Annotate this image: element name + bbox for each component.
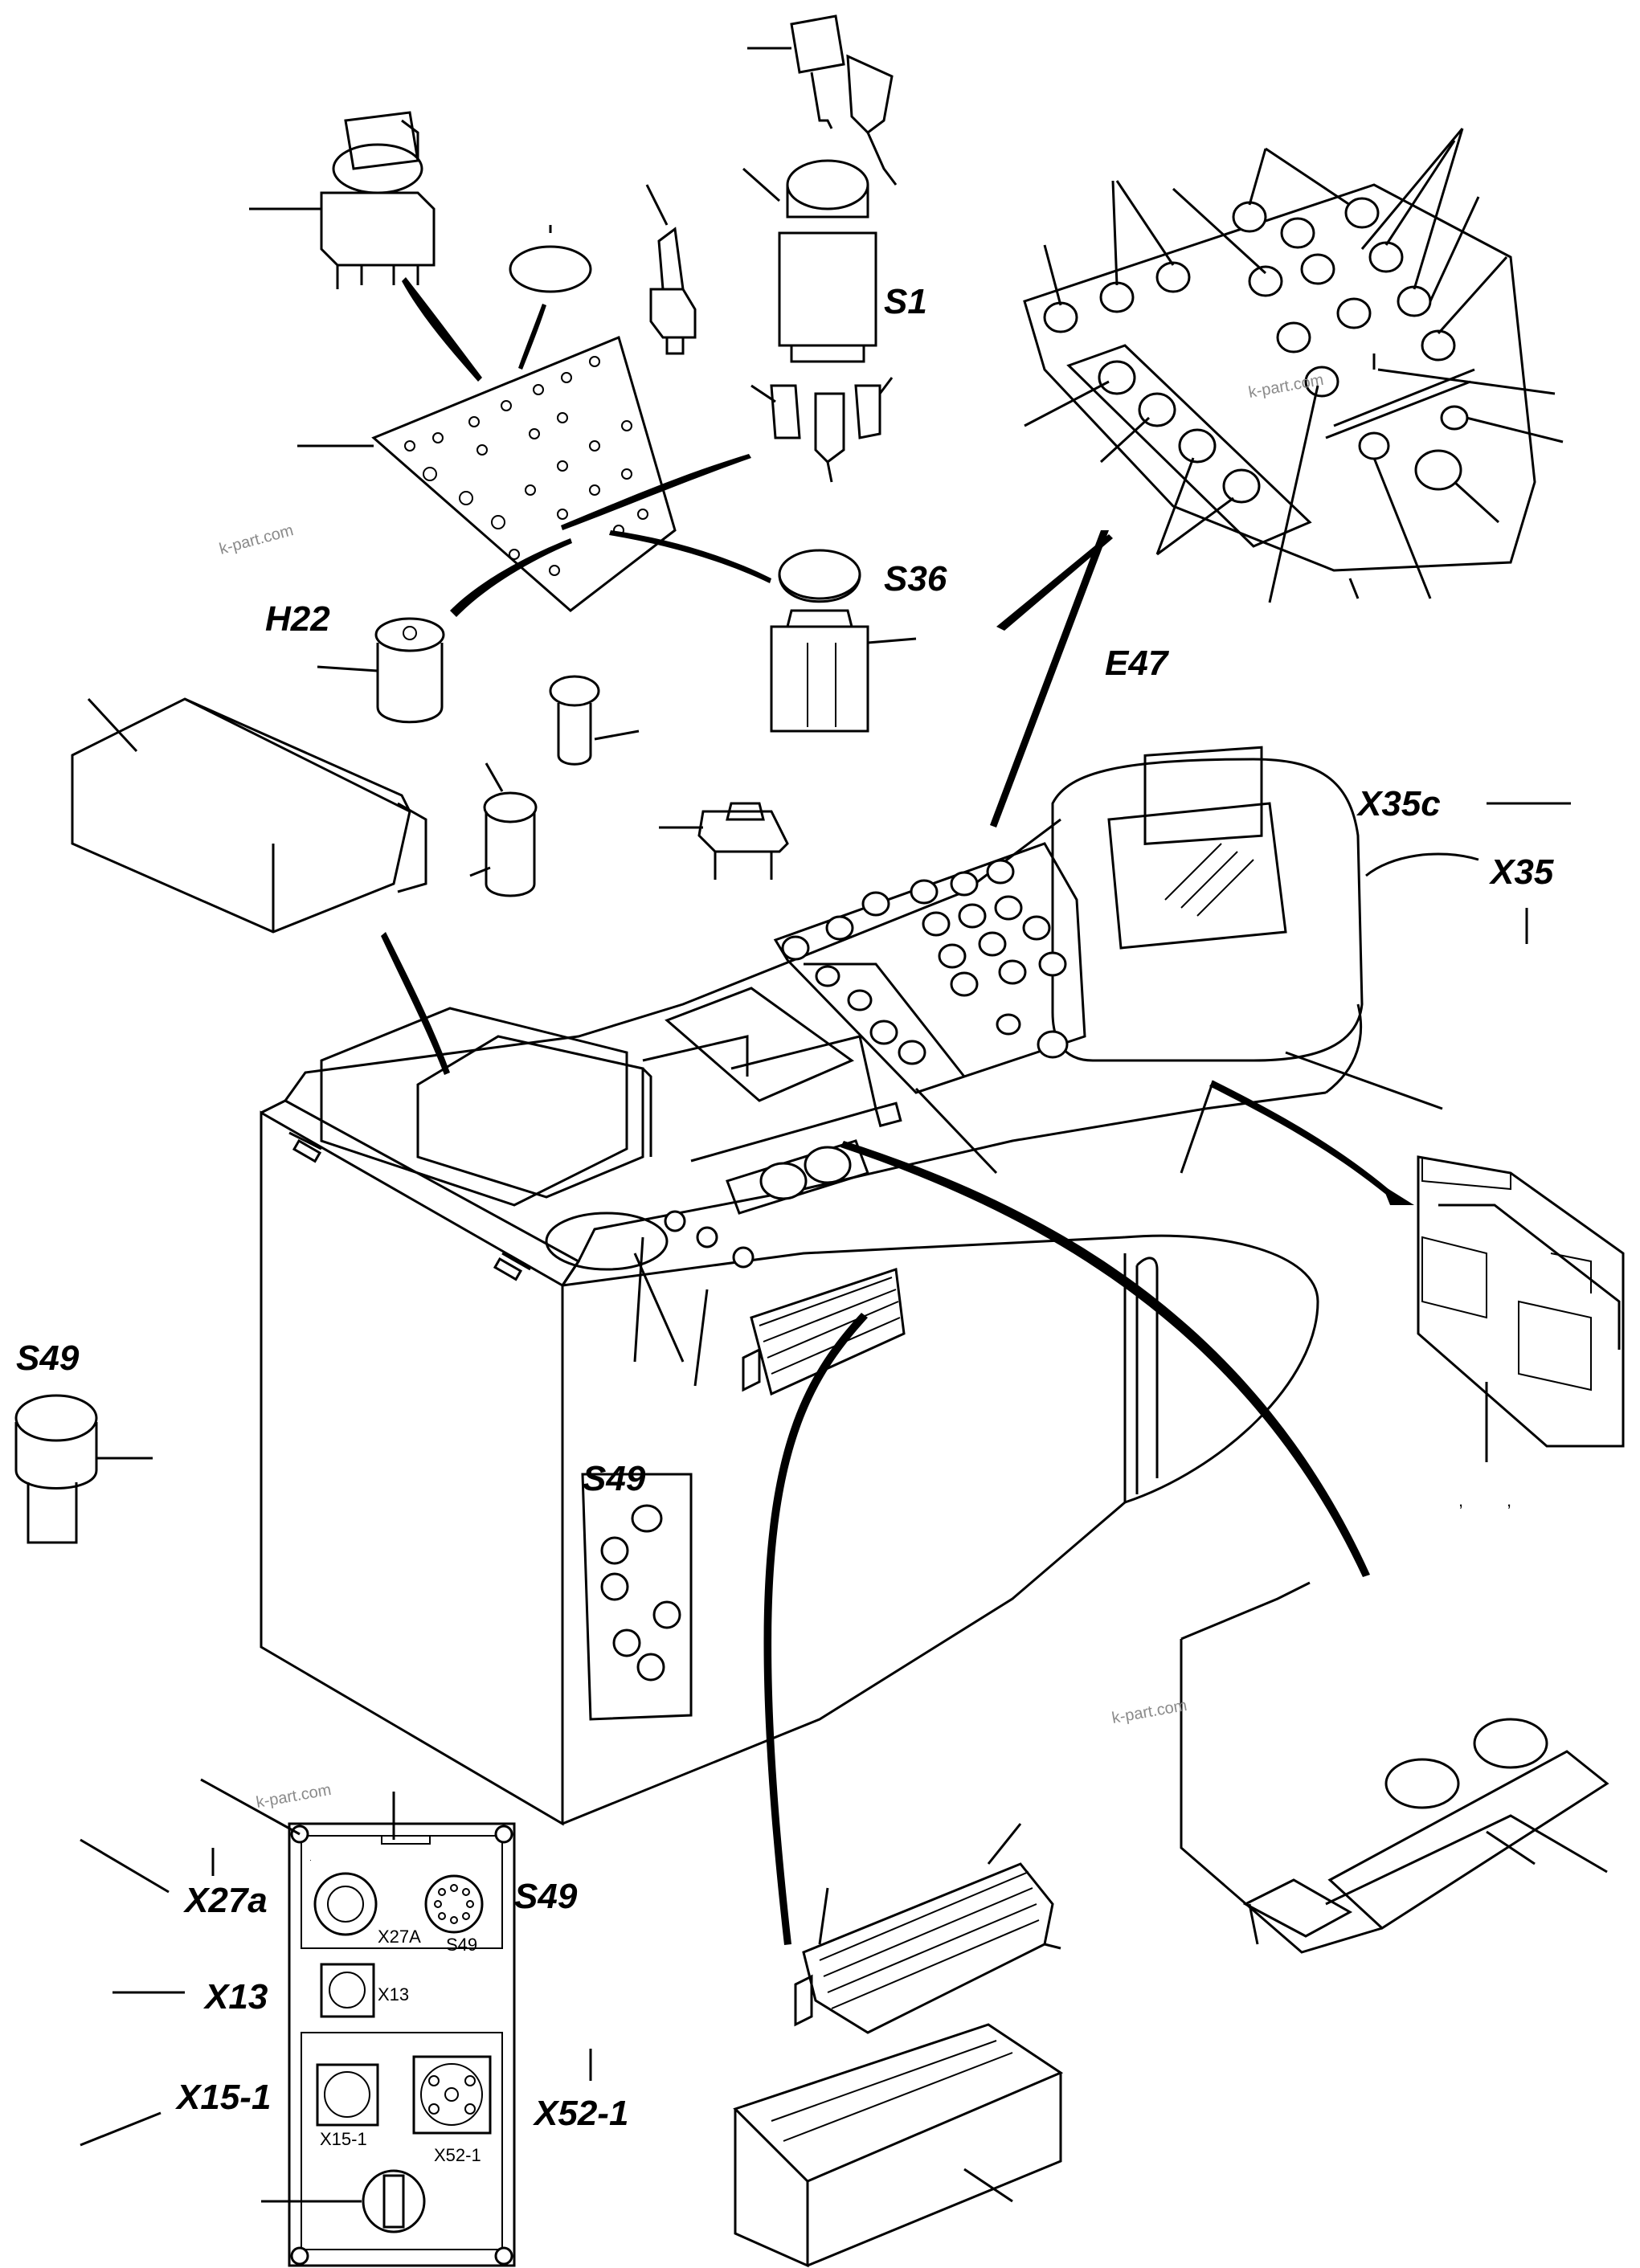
emergency-stop-s36 xyxy=(770,549,917,733)
socket-small xyxy=(549,675,640,766)
arrow-terminal-to-block xyxy=(763,1313,868,1945)
callout-s49-plate: S49 xyxy=(514,1877,578,1916)
deck-sticker xyxy=(664,987,902,1269)
console-body xyxy=(260,818,1363,1826)
socket-lighter xyxy=(469,762,538,897)
cable-duct xyxy=(733,2023,1064,2268)
watermark-1: k-part.com xyxy=(218,521,296,558)
callout-x13: X13 xyxy=(202,1977,268,2017)
callout-h22: H22 xyxy=(265,599,330,639)
callout-x35: X35 xyxy=(1488,852,1554,892)
deck-box xyxy=(320,1007,652,1207)
top-right-panel xyxy=(990,128,1564,828)
x35-leader xyxy=(1365,852,1479,877)
display-housing xyxy=(1051,746,1364,1062)
callout-s36: S36 xyxy=(884,559,947,599)
terminal-strip xyxy=(794,1823,1061,2034)
callout-s49-panel: S49 xyxy=(583,1459,646,1498)
square-switch xyxy=(659,802,789,880)
plate-label-x27a: X27A xyxy=(378,1927,421,1947)
connector-module-x35c: , , xyxy=(1209,1081,1625,1510)
radio-module-box xyxy=(71,697,450,1075)
bottom-right-switchplate xyxy=(1180,1581,1609,1954)
lamp-h22 xyxy=(317,617,445,724)
plate-label-x13: X13 xyxy=(378,1984,409,2004)
callout-x52-1: X52-1 xyxy=(532,2094,628,2133)
callout-x35c: X35c xyxy=(1356,784,1441,823)
round-button-cap xyxy=(509,225,592,293)
deck-control-panel xyxy=(773,842,1086,1094)
callout-e47: E47 xyxy=(1105,644,1170,683)
callout-x15-1: X15-1 xyxy=(174,2078,271,2117)
arrow-deck-to-switchplate xyxy=(840,1141,1370,1577)
ignition-switch-s1 xyxy=(742,159,894,483)
socket-s49-left xyxy=(14,1394,153,1544)
comma-2: , xyxy=(1507,1490,1511,1510)
connector-plate: · xyxy=(261,1822,516,2267)
callout-x27a: X27a xyxy=(182,1881,268,1920)
toggle-switch xyxy=(645,184,697,355)
watermark-4: k-part.com xyxy=(255,1781,333,1812)
rotary-switch xyxy=(249,111,436,289)
plate-label-x52-1: X52-1 xyxy=(434,2145,481,2165)
ignition-key xyxy=(747,14,898,186)
plate-leaders xyxy=(80,802,1571,2147)
plate-caption-1: · xyxy=(309,1856,312,1864)
comma-1: , xyxy=(1458,1490,1463,1510)
deck-terminal-block xyxy=(742,1267,906,1396)
callout-s1: S1 xyxy=(884,282,927,321)
plate-label-s49: S49 xyxy=(446,1935,477,1955)
plate-label-x15-1: X15-1 xyxy=(320,2129,367,2149)
arrow-switch-to-plate xyxy=(402,277,771,617)
side-panel-s49 xyxy=(581,1473,693,1721)
watermark-2: k-part.com xyxy=(1247,371,1325,402)
callout-s49-left: S49 xyxy=(16,1338,80,1378)
perforated-plate xyxy=(297,335,677,612)
watermark-3: k-part.com xyxy=(1110,1697,1188,1727)
